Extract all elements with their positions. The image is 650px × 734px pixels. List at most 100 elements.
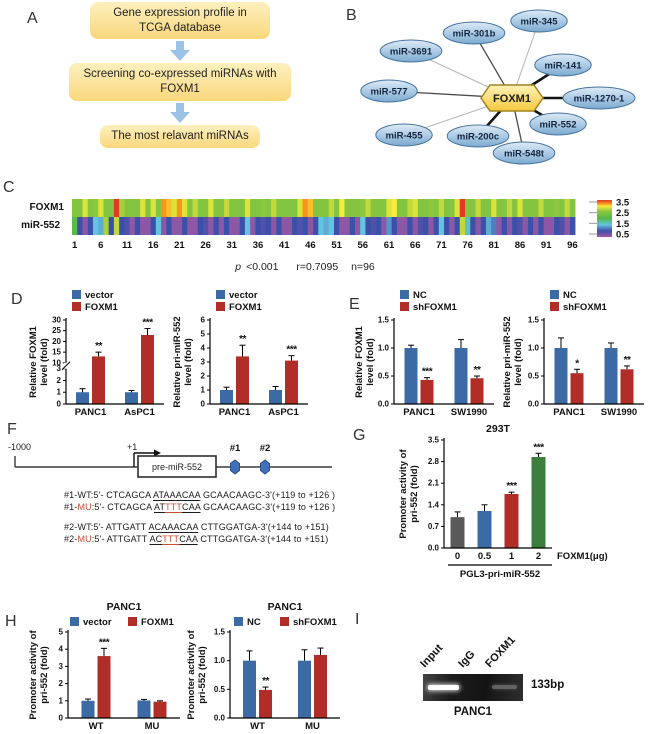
mirna-node-label: miR-577 — [371, 87, 408, 98]
panel-label-g: G — [353, 427, 366, 444]
svg-text:1.0: 1.0 — [528, 344, 540, 353]
bar — [125, 392, 138, 404]
mirna-node — [510, 9, 568, 33]
svg-text:6: 6 — [201, 316, 206, 325]
legend-swatch — [400, 302, 409, 311]
mirna-node — [375, 123, 433, 147]
bar — [504, 494, 519, 548]
flow-box-relevant: The most relavant miRNAs — [100, 124, 260, 148]
svg-text:86: 86 — [515, 240, 526, 251]
binding-site-1 — [230, 459, 240, 475]
svg-text:3: 3 — [57, 364, 62, 373]
svg-text:0.7: 0.7 — [428, 522, 440, 531]
svg-text:1.5: 1.5 — [378, 316, 390, 325]
bar — [141, 334, 154, 404]
gel-lane-label-input: Input — [418, 642, 446, 670]
svg-text:66: 66 — [410, 240, 421, 251]
panel-label-b: B — [346, 7, 357, 24]
y-axis-label: Promoter activity ofpri-552 (fold) — [28, 630, 50, 720]
sig-stars: *** — [422, 367, 433, 378]
sig-stars: ** — [474, 365, 481, 376]
binding-site-1-label: #1 — [230, 443, 241, 454]
svg-text:AsPC1: AsPC1 — [268, 407, 299, 418]
position-plus1: +1 — [127, 442, 137, 452]
chart-title: PANC1 — [107, 601, 142, 613]
mirna-node — [446, 124, 510, 148]
svg-text:76: 76 — [462, 240, 473, 251]
legend-swatch — [280, 617, 289, 626]
svg-text:15: 15 — [52, 348, 61, 357]
bar — [92, 356, 105, 404]
legend-label: vector — [85, 290, 114, 301]
svg-text:2: 2 — [536, 551, 541, 562]
bar — [404, 348, 418, 404]
bar — [531, 456, 546, 548]
panel-label-a: A — [27, 10, 38, 27]
svg-text:6: 6 — [98, 240, 103, 251]
mirna-node-label: miR-1270-1 — [574, 94, 625, 105]
binding-site-2-label: #2 — [260, 443, 271, 454]
legend-label: FOXM1 — [229, 302, 262, 313]
bar — [76, 392, 89, 404]
panel-label-f: F — [7, 421, 17, 438]
heatmap-row-label-mir552: miR-552 — [21, 220, 60, 231]
sig-stars: *** — [286, 345, 297, 356]
svg-text:81: 81 — [489, 240, 500, 251]
bar — [259, 689, 272, 718]
mirna-node-label: miR-548t — [504, 149, 545, 160]
sig-stars: ** — [262, 676, 269, 687]
bar — [604, 348, 618, 404]
mirna-node-label: miR-301b — [453, 29, 496, 40]
sig-stars: * — [575, 358, 579, 369]
legend-swatch — [128, 617, 137, 626]
svg-text:91: 91 — [541, 240, 552, 251]
svg-text:41: 41 — [279, 240, 290, 251]
stat-p-italic: p — [235, 261, 242, 273]
sequence-line-2mu: #2-MU:5'- ATTGATT ACTTTCAA CTTGGATGA-3'(… — [64, 533, 329, 544]
gel-lane-label-foxm1: FOXM1 — [483, 634, 518, 670]
svg-text:WT: WT — [89, 721, 104, 732]
sig-stars: ** — [624, 355, 631, 366]
construct-label: PGL3-pri-miR-552 — [460, 569, 540, 580]
bar — [420, 379, 434, 404]
gel-image — [423, 674, 523, 701]
bar — [97, 656, 111, 718]
svg-text:3.5: 3.5 — [428, 436, 440, 445]
panel-label-d: D — [11, 291, 23, 308]
svg-text:5: 5 — [201, 330, 206, 339]
bar — [137, 700, 151, 718]
sig-stars: ** — [95, 341, 102, 352]
svg-text:MU: MU — [145, 721, 160, 732]
svg-text:0.5: 0.5 — [478, 551, 492, 562]
svg-text:11: 11 — [122, 240, 133, 251]
mirna-node — [492, 141, 556, 165]
panel-label-h: H — [5, 613, 17, 630]
svg-text:0: 0 — [57, 400, 62, 409]
svg-text:WT: WT — [250, 721, 265, 732]
svg-text:25: 25 — [52, 326, 61, 335]
sig-stars: *** — [142, 318, 153, 329]
bar — [220, 390, 233, 404]
svg-text:PANC1: PANC1 — [403, 407, 435, 418]
bar — [454, 348, 468, 404]
binding-site-2 — [260, 459, 270, 475]
position-minus1000: -1000 — [8, 442, 31, 452]
svg-text:0.0: 0.0 — [528, 400, 540, 409]
bar — [285, 360, 298, 404]
legend-label: FOXM1 — [85, 302, 118, 313]
flow-box-tcga: Gene expression profile in TCGA database — [90, 2, 270, 40]
svg-text:1: 1 — [57, 388, 62, 397]
bar — [620, 369, 634, 404]
mirna-node — [534, 53, 592, 77]
svg-text:51: 51 — [331, 240, 342, 251]
svg-text:PANC1: PANC1 — [75, 407, 107, 418]
svg-text:SW1990: SW1990 — [451, 407, 487, 418]
